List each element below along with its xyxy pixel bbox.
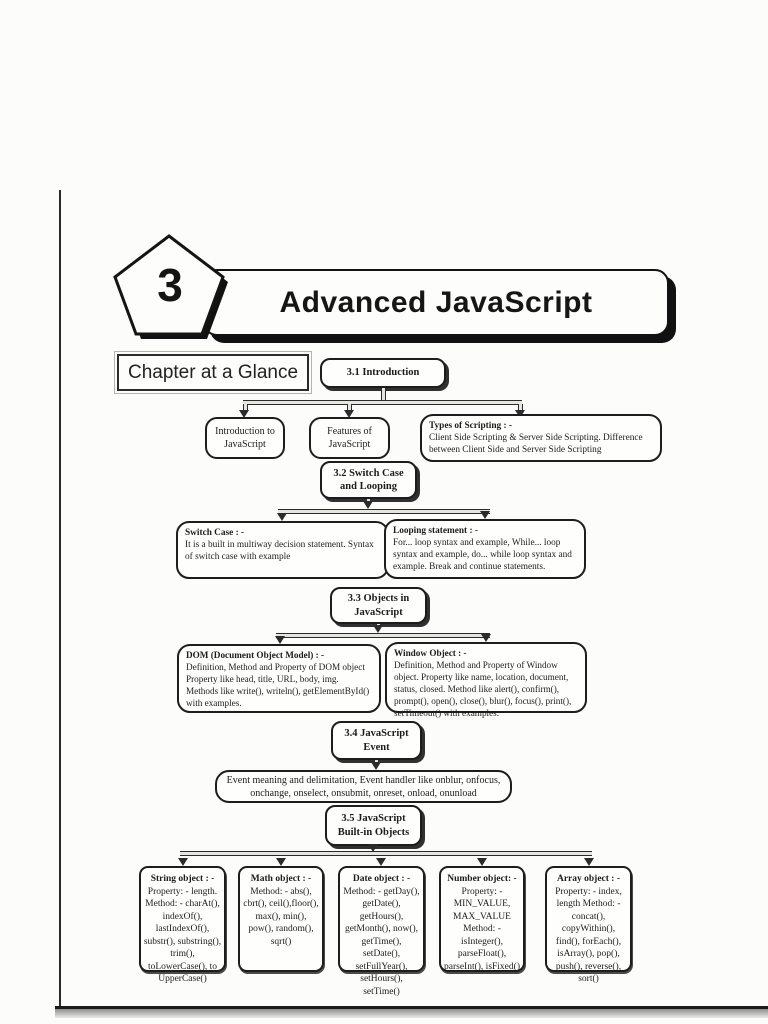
node-3-4-javascript-event: 3.4 JavaScript Event [331,721,422,760]
node-body: Event meaning and delimitation, Event ha… [226,774,501,799]
down-arrow-icon [275,636,285,644]
page-bottom-edge [55,1006,768,1009]
node-dom-object: DOM (Document Object Model) : - Definiti… [177,644,381,713]
node-number-object: Number object: - Property: - MIN_VALUE, … [439,866,525,972]
node-features-of-javascript: Features of JavaScript [309,417,390,459]
node-title: Array object : - [556,874,621,884]
connector [518,404,523,411]
node-date-object: Date object : - Method: - getDay(), getD… [338,866,425,997]
node-title: Number object: - [447,874,517,884]
node-title: Types of Scripting : - [429,421,512,431]
down-arrow-icon [277,513,287,521]
left-margin-rule [59,190,61,1010]
node-3-2-switch-case-and-looping: 3.2 Switch Case and Looping [320,461,417,499]
node-title: String object : - [150,874,215,884]
node-array-object: Array object : - Property: - index, leng… [545,866,632,984]
node-body: Introduction to JavaScript [215,426,275,450]
node-title: Date object : - [352,874,411,884]
node-introduction-to-javascript: Introduction to JavaScript [205,417,285,459]
pentagon-shape [113,234,225,336]
down-arrow-icon [276,858,286,866]
chapter-at-a-glance-badge: Chapter at a Glance [114,351,312,394]
connector [347,404,352,411]
down-arrow-icon [371,762,381,770]
node-body: It is a built in multiway decision state… [185,540,374,563]
node-body: Method: - abs(), cbrt(), ceil(),floor(),… [243,886,319,947]
chapter-title: Advanced JavaScript [279,285,593,319]
down-arrow-icon [477,858,487,866]
page-bottom-shadow [55,1009,768,1018]
node-3-3-objects-in-javascript: 3.3 Objects in JavaScript [330,587,427,624]
node-window-object: Window Object : - Definition, Method and… [385,642,587,718]
node-title: Switch Case : - [185,528,245,538]
node-looping-statement: Looping statement : - For... loop syntax… [384,519,586,579]
down-arrow-icon [584,858,594,866]
node-body: Property: - MIN_VALUE, MAX_VALUE Method:… [444,886,520,972]
down-arrow-icon [239,410,249,418]
connector [278,509,490,514]
node-title: DOM (Document Object Model) : - [186,650,325,660]
chapter-title-banner: Advanced JavaScript [203,269,669,336]
node-switch-case: Switch Case : - It is a built in multiwa… [176,521,389,579]
node-body: Definition, Method and Property of Windo… [394,659,572,718]
down-arrow-icon [481,634,491,642]
node-body: Client Side Scripting & Server Side Scri… [429,433,643,456]
connector [180,851,592,856]
down-arrow-icon [480,511,490,519]
connector [243,404,248,411]
node-body: Features of JavaScript [327,426,372,450]
node-title: Window Object : - [394,648,467,658]
down-arrow-icon [368,844,378,852]
node-body: Property: - index, length Method: - conc… [555,886,622,985]
node-string-object: String object : - Property: - length. Me… [139,866,226,984]
down-arrow-icon [376,858,386,866]
connector [276,633,490,638]
node-body: Method: - getDay(), getDate(), getHours(… [343,886,420,997]
node-3-1-introduction: 3.1 Introduction [320,358,446,388]
node-body: For... loop syntax and example, While...… [393,538,572,573]
down-arrow-icon [178,858,188,866]
node-body: Property: - length. Method: - charAt(), … [143,886,222,985]
down-arrow-icon [344,410,354,418]
node-types-of-scripting: Types of Scripting : - Client Side Scrip… [420,414,662,462]
node-event-details: Event meaning and delimitation, Event ha… [215,770,512,803]
node-math-object: Math object : - Method: - abs(), cbrt(),… [238,866,324,972]
connector [381,388,386,401]
node-body: Definition, Method and Property of DOM o… [186,661,370,708]
down-arrow-icon [373,625,383,633]
connector [243,400,522,405]
down-arrow-icon [363,501,373,509]
node-3-5-javascript-built-in-objects: 3.5 JavaScript Built-in Objects [325,805,422,846]
chapter-number-pentagon [113,234,228,339]
chapter-number: 3 [157,259,183,311]
node-title: Math object : - [250,874,312,884]
node-title: Looping statement : - [393,526,478,536]
